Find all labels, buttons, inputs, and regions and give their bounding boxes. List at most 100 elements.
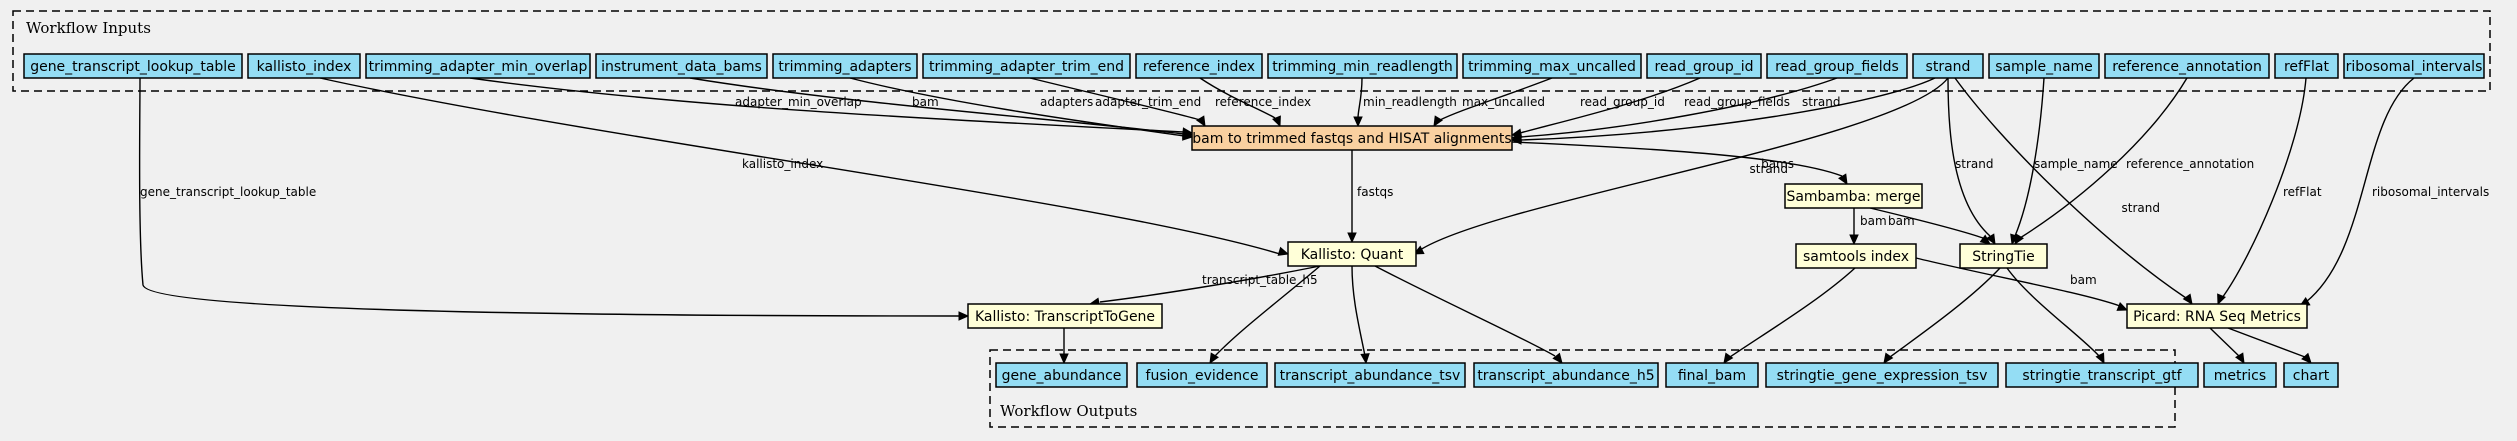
edge-line [1351, 265, 1366, 357]
arrowhead [958, 311, 970, 321]
node-box [365, 53, 591, 79]
arrowhead [1838, 173, 1848, 186]
node-label: final_bam [1678, 368, 1746, 384]
node-box [1473, 362, 1659, 388]
edge-line [1439, 77, 1553, 121]
arrowhead [1353, 116, 1363, 128]
node-final-bam: final_bam [1665, 362, 1759, 388]
node-box [595, 53, 768, 79]
edge-reference-annotation-to-stringtie: reference_annotation [2014, 77, 2254, 246]
node-label: ribosomal_intervals [2346, 59, 2483, 75]
edge-line [469, 77, 1185, 133]
arrowhead [1849, 234, 1859, 246]
node-box [1267, 53, 1458, 79]
edge-label: transcript_table_h5 [1202, 273, 1318, 287]
node-label: trimming_adapters [778, 59, 911, 75]
node-box [2274, 53, 2339, 79]
node-label: transcript_abundance_h5 [1477, 368, 1654, 384]
edge-label: bams [1761, 157, 1794, 171]
edge-line [1519, 77, 1936, 141]
arrowhead [1360, 353, 1370, 365]
node-refFlat: refFlat [2274, 53, 2339, 79]
edge-line [2006, 267, 2101, 358]
edge-trimming-adapters-to-bam-to-trimmed: adapters [849, 77, 1194, 141]
node-label: read_group_id [1655, 59, 1754, 75]
node-label: gene_abundance [1002, 368, 1122, 384]
edge-label: adapter_trim_end [1095, 95, 1201, 109]
edge-line [1419, 77, 1949, 251]
edge-label: gene_transcript_lookup_table [140, 185, 316, 199]
edge-line [1099, 265, 1321, 303]
node-box [1912, 53, 1984, 79]
node-label: reference_annotation [2112, 59, 2262, 75]
arrowhead [2182, 293, 2193, 306]
node-metrics: metrics [2203, 362, 2277, 388]
node-label: Kallisto: Quant [1301, 247, 1404, 263]
edge-label: ribosomal_intervals [2372, 185, 2489, 199]
arrowhead [2095, 352, 2105, 365]
node-transcript-abundance-h5: transcript_abundance_h5 [1473, 362, 1659, 388]
node-label: strand [1926, 59, 1971, 75]
node-box [1462, 53, 1642, 79]
node-label: fusion_evidence [1146, 368, 1259, 384]
node-label: bam to trimmed fastqs and HISAT alignmen… [1192, 131, 1511, 147]
edge-label: read_group_fields [1684, 95, 1790, 109]
arrowhead [2116, 302, 2129, 311]
edge-strand-to-picard-rnaseq: strand [1954, 77, 2193, 306]
node-trimming-adapter-trim-end: trimming_adapter_trim_end [922, 53, 1131, 79]
edge-label: adapters [1040, 95, 1093, 109]
workflow-inputs-label: Workflow Inputs [26, 19, 151, 37]
edge-label: strand [1802, 95, 1840, 109]
node-label: read_group_fields [1775, 59, 1899, 75]
edge-kallisto-quant-to-transcript-abundance-h5 [1374, 265, 1563, 364]
edge-label: read_group_id [1580, 95, 1665, 109]
node-label: stringtie_gene_expression_tsv [1777, 368, 1988, 384]
edge-sambamba-merge-to-stringtie: bam [1869, 207, 1991, 245]
node-trimming-max-uncalled: trimming_max_uncalled [1462, 53, 1642, 79]
edge-ribosomal-intervals-to-picard-rnaseq: ribosomal_intervals [2298, 77, 2489, 307]
edge-line [1199, 77, 1276, 119]
node-label: metrics [2214, 368, 2266, 384]
node-strand: strand [1912, 53, 1984, 79]
node-box [1135, 53, 1263, 79]
node-samtools-index: samtools index [1795, 243, 1917, 269]
node-stringtie-transcript-gtf: stringtie_transcript_gtf [2005, 362, 2199, 388]
edge-kallisto-t2g-to-gene-abundance [1059, 328, 1069, 365]
workflow-outputs-label: Workflow Outputs [1000, 402, 1137, 420]
node-box [1959, 243, 2048, 269]
node-sample-name: sample_name [1988, 53, 2100, 79]
node-box [2005, 362, 2199, 388]
edge-samtools-index-to-picard-rnaseq: bam [1915, 257, 2129, 311]
edge-picard-rnaseq-to-chart [2227, 327, 2312, 364]
arrowhead [1433, 115, 1443, 128]
node-label: trimming_min_readlength [1272, 59, 1453, 75]
node-reference-index: reference_index [1135, 53, 1263, 79]
edge-label: strand [2122, 201, 2160, 215]
node-box [2126, 303, 2308, 329]
edge-line [1869, 207, 1984, 239]
arrowhead [1196, 115, 1206, 128]
node-box [1665, 362, 1759, 388]
edge-label: strand [1750, 162, 1788, 176]
node-label: sample_name [1995, 59, 2093, 75]
node-label: gene_transcript_lookup_table [30, 59, 236, 75]
edge-label: strand [1955, 157, 1993, 171]
edge-trimming-adapter-trim-end-to-bam-to-trimmed: adapter_trim_end [1029, 77, 1206, 128]
edge-line [1357, 77, 1363, 119]
node-box [247, 53, 361, 79]
arrowhead [1552, 352, 1563, 364]
node-label: Kallisto: TranscriptToGene [975, 309, 1155, 325]
edge-stringtie-to-stringtie-gene-expression-tsv [1883, 267, 2001, 365]
edge-label: min_readlength [1363, 95, 1457, 109]
node-label: instrument_data_bams [601, 59, 762, 75]
node-read-group-id: read_group_id [1646, 53, 1762, 79]
workflow-outputs-cluster [989, 349, 2176, 428]
edge-line [2221, 77, 2307, 299]
edge-label: reference_annotation [2126, 157, 2254, 171]
node-box [995, 362, 1128, 388]
node-read-group-fields: read_group_fields [1766, 53, 1908, 79]
node-label: refFlat [2284, 59, 2330, 75]
node-label: trimming_max_uncalled [1468, 59, 1636, 75]
edge-line [1889, 267, 2001, 358]
